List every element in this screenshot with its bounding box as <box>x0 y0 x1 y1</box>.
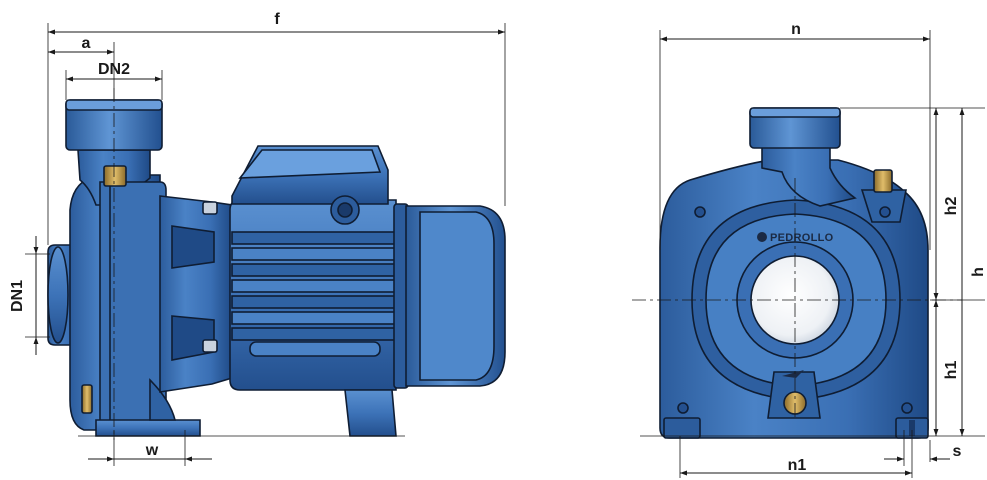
front-foot-slot <box>909 420 915 436</box>
bracket-window-lower <box>171 315 215 361</box>
terminal-box-lid <box>238 149 382 179</box>
label-n1: n1 <box>788 457 807 474</box>
label-h2: h2 <box>943 197 960 216</box>
label-s: s <box>953 443 962 460</box>
label-a: a <box>82 35 91 52</box>
brand-logo-mark <box>757 232 767 242</box>
motor-body <box>229 199 397 391</box>
pump-foot-side <box>95 419 201 437</box>
bracket-bolt-bottom <box>202 339 218 353</box>
bracket-bolt-top <box>202 201 218 215</box>
foot-web <box>149 378 177 421</box>
bolt-hole <box>901 402 913 414</box>
motor-foot <box>344 389 397 437</box>
bracket-window <box>171 225 215 269</box>
motor-bracket <box>159 195 233 393</box>
label-n: n <box>791 21 801 38</box>
dimension-labels: f a DN2 DN1 w n h2 h h1 n1 s <box>9 11 987 474</box>
bolt-hole <box>694 206 706 218</box>
priming-plug-front <box>873 169 893 193</box>
discharge-throat-front <box>761 145 857 207</box>
drain-plug-side <box>81 384 93 414</box>
front-view-dimensions <box>632 30 985 478</box>
side-view-dimensions <box>25 23 506 466</box>
fan-cover-shade <box>419 211 495 381</box>
label-dn1: DN1 <box>9 280 26 312</box>
suction-inlet-face <box>47 246 69 344</box>
bolt-hole <box>879 206 891 218</box>
front-foot-left <box>663 417 701 439</box>
priming-plug-side <box>103 165 127 187</box>
label-dn2: DN2 <box>98 61 130 78</box>
bolt-hole <box>677 402 689 414</box>
label-h: h <box>970 267 987 277</box>
discharge-flange-front-top <box>749 107 841 118</box>
label-f: f <box>274 11 280 28</box>
label-w: w <box>145 442 159 459</box>
motor-cooling-fins <box>231 231 397 357</box>
brand-logo-text: PEDROLLO <box>770 232 834 244</box>
drain-arrow-marking <box>782 370 804 378</box>
cable-gland-inner <box>337 202 353 218</box>
pump-front-view: PEDROLLO <box>659 107 929 439</box>
brand-logo: PEDROLLO <box>757 232 834 244</box>
pump-side-view <box>47 99 506 437</box>
label-h1: h1 <box>943 361 960 380</box>
